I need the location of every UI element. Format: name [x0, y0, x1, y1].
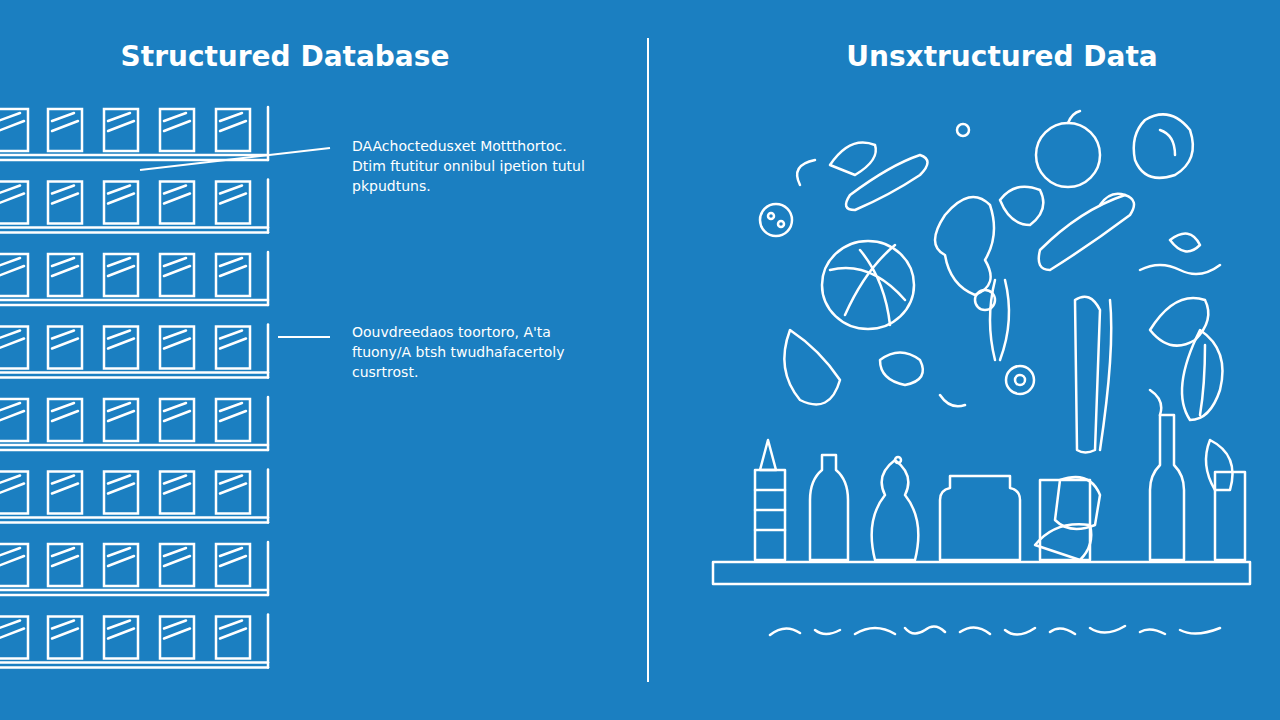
shelf-rack: [0, 107, 268, 668]
jar: [160, 617, 194, 659]
shelf-stroke: [267, 252, 270, 305]
leader-line: [140, 148, 330, 170]
section-heading: Structured Database: [121, 40, 450, 73]
shelf-stroke: [267, 397, 270, 450]
shelf-stroke: [0, 376, 268, 379]
jar: [48, 472, 82, 514]
jar: [216, 472, 250, 514]
jar: [160, 109, 194, 151]
shelf-stroke: [0, 304, 268, 307]
jar: [104, 109, 138, 151]
jar: [0, 399, 28, 441]
jar: [48, 399, 82, 441]
jar: [48, 254, 82, 296]
jar: [0, 472, 28, 514]
jar: [0, 544, 28, 586]
jar: [216, 544, 250, 586]
shelf-stroke: [0, 661, 268, 664]
shelf-stroke: [0, 226, 268, 229]
jar: [160, 327, 194, 369]
jar: [216, 399, 250, 441]
jar: [104, 399, 138, 441]
shelf-stroke: [0, 521, 268, 524]
jar: [0, 617, 28, 659]
food-pile: [713, 111, 1250, 635]
shelf-stroke: [0, 666, 268, 669]
callout-note: DAAchoctedusxet Mottthortoc. Dtim ftutit…: [352, 136, 602, 196]
shelf-stroke: [0, 299, 268, 302]
jar: [216, 254, 250, 296]
jar: [48, 109, 82, 151]
shelf-stroke: [0, 444, 268, 447]
jar: [104, 254, 138, 296]
jar: [0, 109, 28, 151]
shelf-stroke: [267, 325, 270, 378]
jar: [216, 617, 250, 659]
jar: [160, 472, 194, 514]
jar: [48, 182, 82, 224]
divider-line: [647, 38, 649, 682]
leader-line: [278, 336, 330, 338]
jar: [104, 544, 138, 586]
jar: [216, 182, 250, 224]
shelf-stroke: [267, 180, 270, 233]
jar: [160, 399, 194, 441]
shelf-stroke: [0, 516, 268, 519]
jar: [104, 617, 138, 659]
jar: [48, 617, 82, 659]
jar: [160, 182, 194, 224]
jar: [0, 254, 28, 296]
callout-note: Oouvdreedaos toortoro, A'ta ftuony/A bts…: [352, 322, 602, 382]
shelf-stroke: [0, 231, 268, 234]
jar: [48, 327, 82, 369]
shelf-stroke: [267, 107, 270, 160]
section-heading: Unsxtructured Data: [846, 40, 1157, 73]
jar: [216, 109, 250, 151]
jar: [104, 472, 138, 514]
jar: [216, 327, 250, 369]
jar: [0, 327, 28, 369]
shelf-stroke: [267, 542, 270, 595]
shelf-stroke: [0, 154, 268, 157]
jar: [160, 254, 194, 296]
shelf-stroke: [267, 615, 270, 668]
jar: [48, 544, 82, 586]
jar: [0, 182, 28, 224]
shelf-stroke: [267, 470, 270, 523]
jar: [104, 182, 138, 224]
jar: [160, 544, 194, 586]
shelf-stroke: [0, 371, 268, 374]
shelf-stroke: [0, 594, 268, 597]
shelf-stroke: [0, 449, 268, 452]
jar: [104, 327, 138, 369]
shelf-stroke: [0, 589, 268, 592]
